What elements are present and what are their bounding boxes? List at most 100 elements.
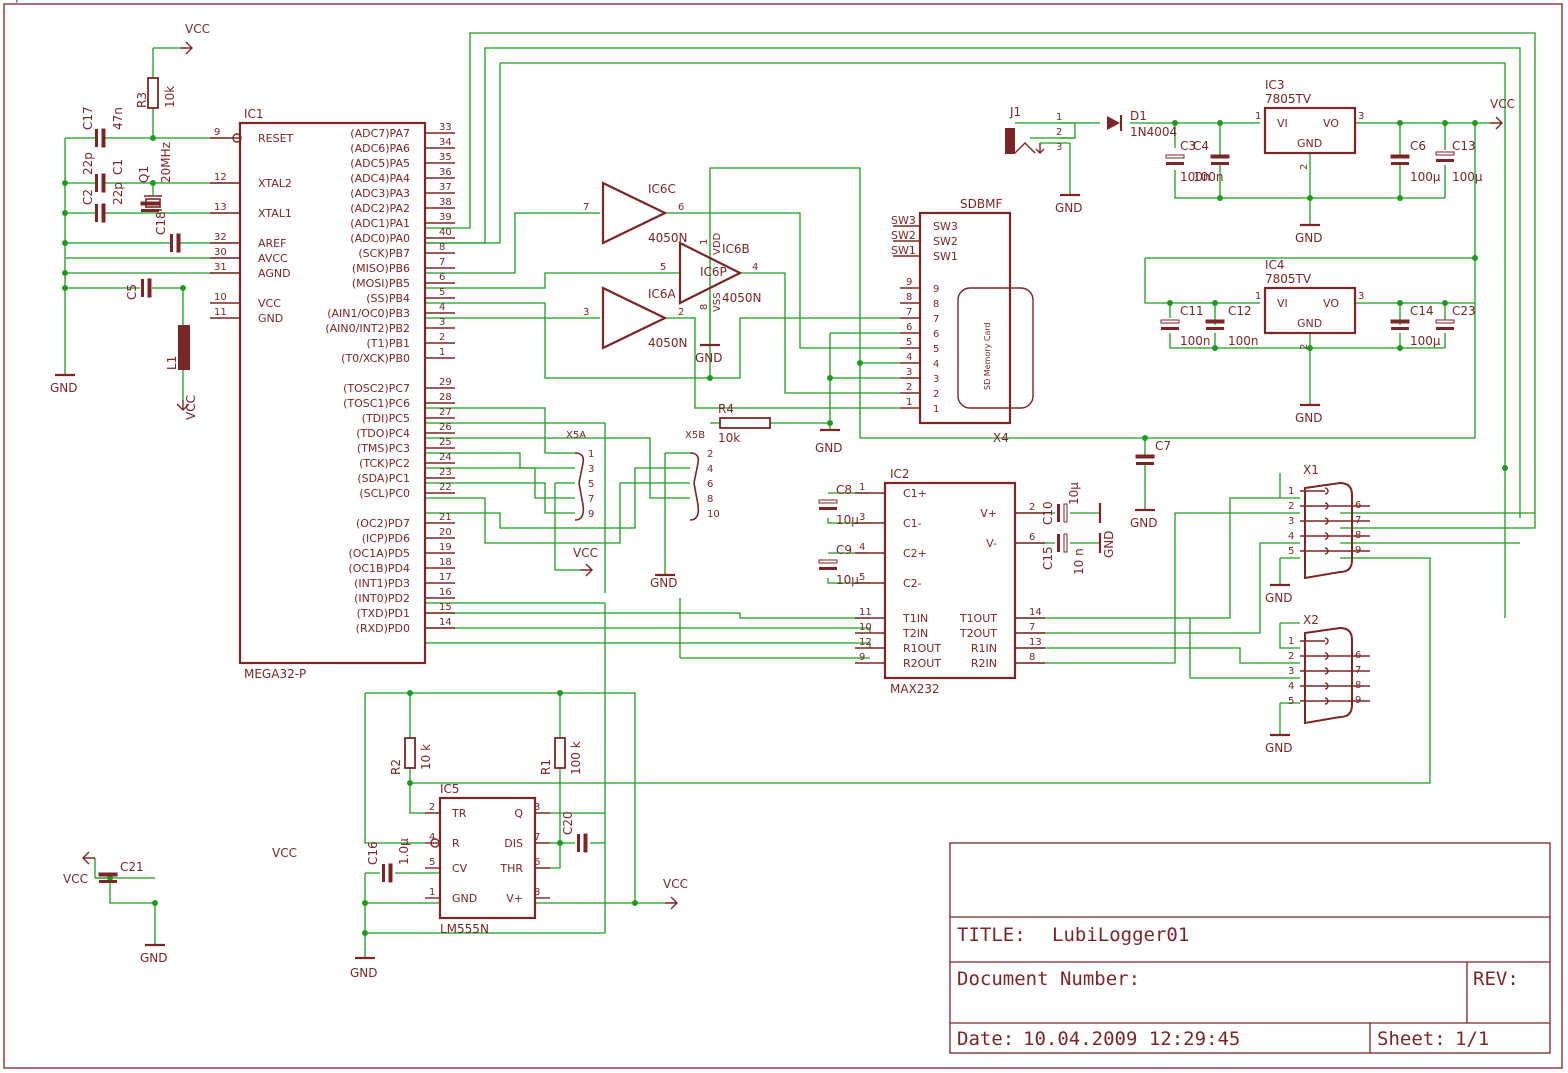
pin-number: 7 [439, 257, 445, 268]
capacitor-value: 100n [1193, 170, 1224, 184]
gnd-net-label: GND [815, 428, 843, 455]
sd-pin-number: 7 [906, 307, 912, 318]
pin-name: (RXD)PD0 [356, 622, 410, 635]
pin-number: 26 [439, 422, 452, 433]
sd-switch-outer: SW2 [891, 229, 916, 242]
diode-d1: D1 1N4004 [1107, 109, 1177, 139]
resistor-r1: R1 100 k [539, 737, 583, 775]
sd-pin-number: 9 [906, 277, 912, 288]
pin-name: (TDO)PC4 [356, 427, 410, 440]
pin-number: 7 [534, 832, 540, 843]
jtag-pin-number: 10 [707, 509, 720, 520]
subd-pin-left: 2 [1288, 651, 1294, 662]
jtag-pin-number: 5 [588, 479, 594, 490]
ic3-vo: VO [1323, 117, 1339, 130]
pin-name: (INT1)PD3 [354, 577, 410, 590]
subd-pin-left: 1 [1288, 636, 1294, 647]
capacitor-c4: C4 100n [1193, 139, 1230, 184]
pin-name: GND [258, 312, 283, 325]
vcc-label: VCC [573, 546, 598, 560]
regulator-ic4: IC4 7805TV VI VO GND 1 3 2 [1255, 258, 1364, 350]
vcc-net-label: VCC [573, 546, 598, 577]
gnd-label: GND [1130, 516, 1158, 530]
pin-number: 36 [439, 167, 452, 178]
pin-number: 13 [1029, 637, 1042, 648]
sd-card-label: SD Memory Card [983, 322, 992, 390]
j1-pin-3: 3 [1056, 142, 1062, 153]
ic6a-name: IC6A [648, 287, 677, 301]
gnd-net-label: GND [1098, 503, 1116, 558]
pin-name: (OC1B)PD4 [348, 562, 410, 575]
supply-arrow-icon [180, 41, 193, 55]
gnd-label: GND [1295, 231, 1323, 245]
sd-pin-label: 6 [933, 329, 939, 340]
sd-pin-number: 4 [906, 352, 912, 363]
sd-pin-label: 9 [933, 284, 939, 295]
ic4-name: IC4 [1265, 258, 1285, 272]
pin-name: (TCK)PC2 [359, 457, 410, 470]
r1-value: 100 k [569, 741, 583, 775]
pin-name: VCC [258, 297, 281, 310]
pin-name: T1OUT [959, 612, 997, 625]
ic6c-name: IC6C [648, 182, 676, 196]
r2-value: 10 k [419, 744, 433, 770]
vcc-label: VCC [184, 395, 198, 420]
x5b-name: X5B [685, 430, 705, 441]
ic6c-pin-out: 6 [678, 202, 684, 213]
pin-number: 5 [859, 572, 865, 583]
pin-name: (MISO)PB6 [352, 262, 410, 275]
pin-number: 9 [214, 127, 220, 138]
gnd-net-label: GND [50, 373, 78, 395]
capacitor-name: C4 [1193, 139, 1209, 153]
ic3-vi: VI [1277, 117, 1288, 130]
pin-name: GND [452, 892, 477, 905]
pin-name: (ADC2)PA2 [350, 202, 410, 215]
capacitor-name: C10 [1041, 501, 1055, 525]
ic4-value: 7805TV [1265, 272, 1312, 286]
pin-name: (OC2)PD7 [356, 517, 410, 530]
capacitor-name: C8 [836, 483, 852, 497]
pin-number: 24 [439, 452, 452, 463]
gnd-net-label: GND [1295, 223, 1323, 245]
x2-name: X2 [1303, 613, 1319, 627]
pin-number: 6 [534, 857, 540, 868]
pin-name: (T1)PB1 [367, 337, 410, 350]
pin-name: CV [452, 862, 468, 875]
ic2-value: MAX232 [890, 682, 940, 696]
sd-card-socket: SD Memory Card SDBMF X4 9988776655443322… [891, 197, 1034, 445]
title-value: LubiLogger01 [1052, 924, 1189, 946]
ic4-gnd: GND [1297, 317, 1322, 330]
pin-name: XTAL2 [258, 177, 292, 190]
pin-name: (SCK)PB7 [358, 247, 410, 260]
pin-name: (TOSC1)PC6 [343, 397, 410, 410]
pin-name: (ADC0)PA0 [350, 232, 410, 245]
document-number-label: Document Number: [957, 968, 1140, 990]
d1-value: 1N4004 [1130, 125, 1177, 139]
capacitor-value: 22p [111, 182, 125, 205]
pin-number: 10 [859, 622, 872, 633]
capacitor-c18: C18 [140, 201, 168, 235]
pin-name: T1IN [902, 612, 928, 625]
jtag-pin-number: 4 [707, 464, 713, 475]
vcc-label: VCC [63, 872, 88, 886]
x1-pin-list: 123456789 [1288, 486, 1370, 557]
title-label: TITLE: [957, 924, 1026, 946]
pin-number: 8 [439, 242, 445, 253]
jtag-pin-number: 1 [588, 449, 594, 460]
pin-number: 12 [859, 637, 872, 648]
pin-number: 40 [439, 227, 452, 238]
gnd-label: GND [1102, 530, 1116, 558]
pin-number: 33 [439, 122, 452, 133]
